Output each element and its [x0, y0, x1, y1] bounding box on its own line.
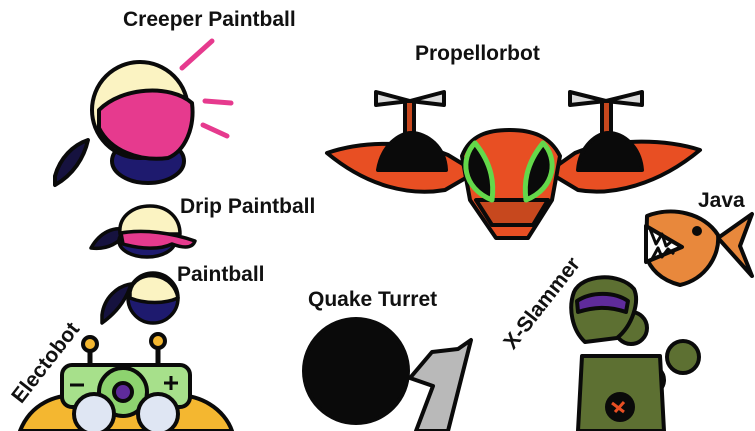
right-rotor-blade — [568, 90, 608, 107]
paintball-cap — [128, 273, 180, 305]
chest-sensor — [611, 400, 626, 414]
label-drip-paintball: Drip Paintball — [180, 195, 316, 218]
label-paintball: Paintball — [177, 263, 265, 286]
turret-ball — [302, 317, 410, 425]
pink-paint-band — [97, 88, 195, 161]
left-rotor-blade — [374, 90, 412, 107]
antenna-bulb — [149, 332, 167, 350]
paintball-top — [118, 204, 182, 236]
propellorbot-sprite — [325, 90, 702, 240]
right-engine-dome — [576, 131, 644, 172]
paintball-sprite — [100, 271, 180, 325]
paint-streak — [202, 98, 234, 106]
left-visor-eye — [463, 140, 496, 203]
antenna-bulb — [81, 335, 99, 353]
java-sprite — [644, 209, 754, 287]
x-slammer-sprite — [569, 275, 701, 431]
quake-turret-sprite — [302, 317, 473, 431]
helmet-visor — [575, 291, 630, 314]
right-visor-eye — [522, 140, 555, 203]
paint-streak — [200, 122, 230, 139]
electo-core — [112, 381, 134, 403]
label-quake-turret: Quake Turret — [308, 288, 438, 311]
dark-shard — [100, 282, 133, 325]
left-engine-dome — [376, 131, 448, 172]
left-rotor-mast — [403, 99, 416, 138]
right-rotor-mast — [600, 99, 613, 138]
pink-drip — [119, 229, 197, 250]
electobot-sprite — [18, 332, 234, 431]
side-orb — [665, 339, 701, 375]
paint-streak — [179, 38, 215, 71]
label-creeper-paintball: Creeper Paintball — [123, 8, 296, 31]
plus-icon — [164, 376, 178, 390]
drip-paintball-sprite — [89, 204, 197, 259]
fish-eye — [692, 226, 702, 236]
creeper-paintball-sprite — [53, 38, 234, 187]
fish-teeth — [648, 228, 675, 260]
label-propellorbot: Propellorbot — [415, 42, 540, 65]
dark-shard — [53, 138, 90, 187]
turret-arm — [408, 338, 473, 431]
fish-tail — [716, 212, 754, 278]
right-rotor-blade — [604, 90, 644, 107]
left-rotor-blade — [408, 90, 446, 107]
label-java: Java — [698, 189, 745, 212]
